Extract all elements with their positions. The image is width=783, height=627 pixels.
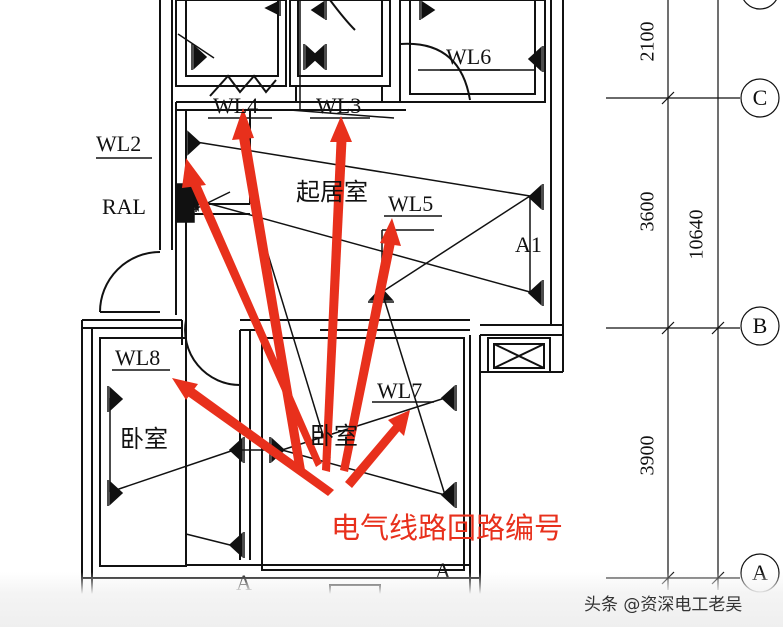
room-label-living: 起居室 <box>296 178 368 206</box>
distribution-panel <box>175 183 195 223</box>
fixture-symbol <box>264 0 281 16</box>
circuit-label-wl4: WL4 <box>213 93 259 118</box>
circuit-label-wl7: WL7 <box>377 378 423 403</box>
axis-label-b: B <box>752 313 768 338</box>
circuit-label-wl3: WL3 <box>316 93 362 118</box>
arrow-to-wl5-head <box>380 218 401 246</box>
arrow-to-wl4 <box>238 130 305 472</box>
circuit-label-wl5: WL5 <box>388 191 434 216</box>
arrow-to-wl5 <box>340 236 396 472</box>
arrow-to-wl2-head <box>182 158 206 188</box>
watermark: 头条 @资深电工老吴 <box>584 595 743 615</box>
fixtures <box>107 0 544 558</box>
axis-label-c: C <box>752 85 768 110</box>
dimension-10640: 10640 <box>685 209 708 260</box>
arrow-to-wl3 <box>322 130 347 472</box>
fixture-symbol <box>191 44 208 70</box>
fixture-symbol <box>527 280 544 306</box>
annotation-caption: 电气线路回路编号 <box>331 511 564 545</box>
dimension-3600: 3600 <box>636 191 659 232</box>
axis-bubble-b <box>740 306 780 346</box>
room-label-bedroom-right: 卧室 <box>310 422 358 450</box>
arrow-to-wl7-head <box>388 410 410 436</box>
circuit-label-wl6: WL6 <box>446 44 492 69</box>
arrow-to-wl4-head <box>232 108 254 140</box>
annotation-arrows <box>172 108 410 496</box>
fixture-symbol <box>185 130 202 156</box>
fixture-symbol <box>228 437 245 463</box>
fixture-symbol <box>303 44 320 70</box>
fixture-symbol <box>419 0 436 20</box>
panel-label: RAL <box>102 194 146 219</box>
dimension-3900: 3900 <box>636 435 659 476</box>
circuit-label-wl8: WL8 <box>115 345 161 370</box>
fixture-symbol <box>107 480 124 506</box>
wiring <box>109 0 535 547</box>
fixture-symbol <box>107 386 124 412</box>
arrow-to-wl7 <box>345 422 402 488</box>
dimension-2100: 2100 <box>636 21 659 62</box>
arrow-to-wl8 <box>182 384 334 496</box>
arrow-to-wl8-head <box>172 378 198 400</box>
fixture-symbol <box>527 46 544 72</box>
fixture-symbol <box>527 184 544 210</box>
axis-bubble-c <box>740 78 780 118</box>
circuit-label-wl2: WL2 <box>96 131 142 156</box>
room-label-bedroom-left: 卧室 <box>120 425 168 453</box>
fixture-symbol <box>228 532 245 558</box>
fixture-symbol <box>310 0 327 20</box>
arrow-to-wl3-head <box>330 116 352 142</box>
footer-bar <box>0 572 783 627</box>
axis-bubble-top <box>743 0 777 10</box>
fixture-symbol <box>440 482 457 508</box>
outlet-tag-a1: A1 <box>515 232 542 257</box>
fixture-symbol <box>440 385 457 411</box>
